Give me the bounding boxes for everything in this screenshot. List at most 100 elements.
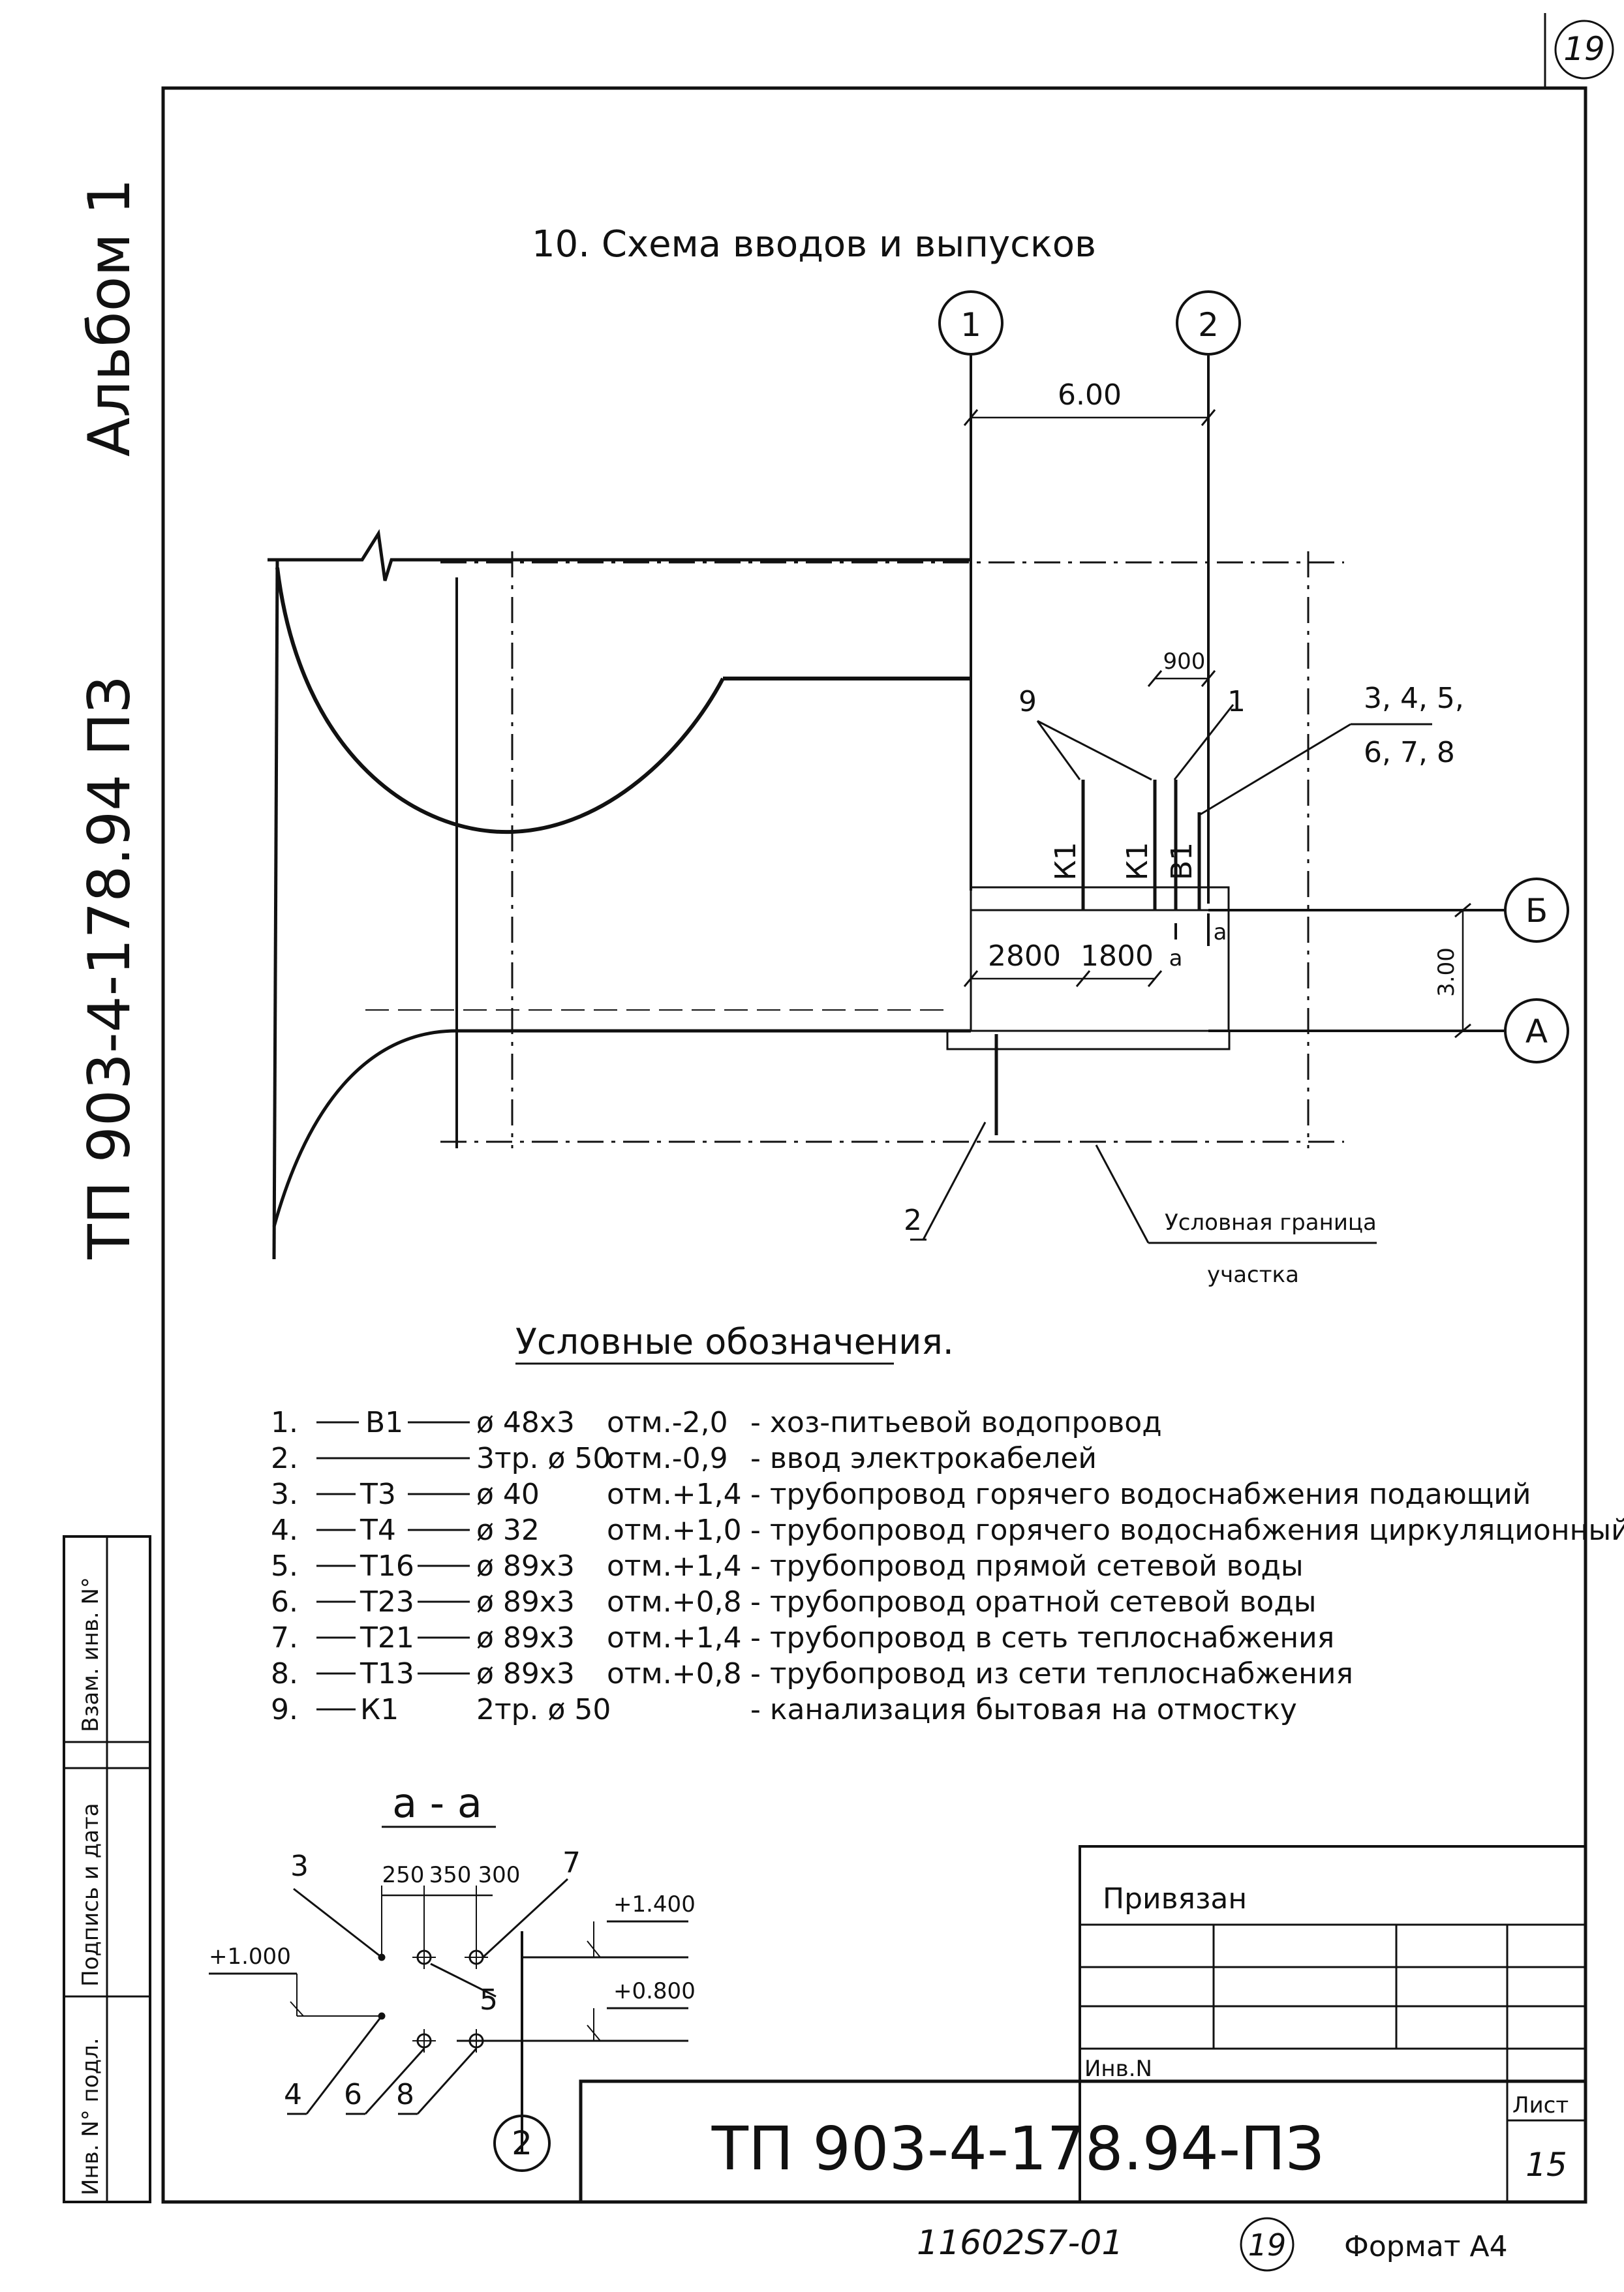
side-stamp-vzam-inv: Взам. инв. N° [78,1577,104,1732]
axis-a-bubble [1504,998,1569,1063]
side-stamp-inv-podl: Инв. N° подл. [78,2038,104,2195]
svg-text:отм.+1,0: отм.+1,0 [607,1514,742,1547]
svg-text:ø 89х3: ø 89х3 [476,1657,575,1690]
stamp-document-code: ТП 903-4-178.94-ПЗ [711,2114,1324,2184]
svg-text:- ввод электрокабелей: - ввод электрокабелей [750,1442,1097,1475]
plan-drawing [268,356,1504,1260]
legend-row: 7. Т21 ø 89х3 отм.+1,4 - трубопровод в с… [271,1621,1334,1655]
svg-text:- трубопровод горячего водосна: - трубопровод горячего водоснабжения цир… [750,1514,1624,1547]
stamp-privyazan: Привязан [1103,1882,1247,1916]
section-dim-300: 300 [478,1862,521,1888]
boundary-label-line1: Условная граница [1165,1210,1377,1236]
svg-text:К1: К1 [360,1693,399,1726]
svg-text:- трубопровод из сети теплосна: - трубопровод из сети теплоснабжения [750,1657,1353,1690]
svg-text:- канализация бытовая на отмос: - канализация бытовая на отмостку [750,1693,1297,1726]
svg-text:3.: 3. [271,1478,298,1511]
svg-text:отм.-2,0: отм.-2,0 [607,1406,728,1439]
svg-text:Т21: Т21 [360,1621,414,1655]
section-mark-a1: а [1169,945,1183,971]
section-number-5: 5 [480,1983,498,2017]
boundary-label-line2: участка [1207,1262,1299,1288]
dimension-600: 6.00 [1058,378,1122,412]
axis-b-bubble [1504,878,1569,943]
svg-text:ø 48х3: ø 48х3 [476,1406,575,1439]
svg-text:отм.+1,4: отм.+1,4 [607,1478,742,1511]
section-number-3: 3 [290,1850,309,1883]
section-number-7: 7 [562,1846,581,1880]
section-number-6: 6 [344,2078,362,2111]
section-axis-bubble [493,2115,551,2172]
callout-678: 6, 7, 8 [1364,736,1455,769]
side-stamp-signature-date: Подпись и дата [78,1803,104,1987]
axis-2-label: 2 [1198,306,1219,344]
svg-text:отм.+1,4: отм.+1,4 [607,1550,742,1583]
svg-text:Т3: Т3 [360,1478,396,1511]
section-number-4: 4 [284,2078,302,2111]
axis-2-bubble [1176,290,1241,356]
callout-2: 2 [904,1204,922,1237]
svg-text:- хоз-питьевой водопровод: - хоз-питьевой водопровод [750,1406,1162,1439]
stamp-inv-n: Инв.N [1084,2056,1152,2082]
svg-text:ø 32: ø 32 [476,1514,540,1547]
section-mark-a2: а [1214,919,1227,945]
section-a-a [209,1826,688,2153]
section-title: а - а [392,1779,482,1827]
svg-text:ø 89х3: ø 89х3 [476,1550,575,1583]
title-block [579,1845,1587,2204]
legend-table: 1. В1 ø 48х3 отм.-2,0 - хоз-питьевой вод… [271,1406,1624,1726]
sheet-frame [161,86,1587,2204]
legend-row: 1. В1 ø 48х3 отм.-2,0 - хоз-питьевой вод… [271,1406,1162,1439]
svg-text:2.: 2. [271,1442,298,1475]
dimension-2800: 2800 [988,940,1061,973]
pipe-label-k1-right: К1 [1121,842,1154,880]
axis-b-label: Б [1525,892,1548,930]
callout-9: 9 [1019,685,1037,718]
sheet-number-circle [1554,20,1614,80]
svg-text:В1: В1 [365,1406,403,1439]
section-number-8: 8 [396,2078,414,2111]
axis-1-label: 1 [960,306,981,344]
svg-text:6.: 6. [271,1585,298,1619]
section-axis-label: 2 [512,2124,532,2162]
svg-text:3тр. ø 50: 3тр. ø 50 [476,1442,611,1475]
side-document-code: ТП 903-4-178.94 ПЗ [76,676,143,1260]
sheet-number: 19 [1563,30,1605,68]
svg-text:ø 40: ø 40 [476,1478,540,1511]
svg-text:отм.+0,8: отм.+0,8 [607,1657,742,1690]
svg-text:Т16: Т16 [360,1550,414,1583]
footer-handwritten-number: 11602S7-01 [917,2223,1123,2263]
section-level-1400: +1.400 [613,1891,696,1918]
svg-text:Т13: Т13 [360,1657,414,1690]
legend-row: 5. Т16 ø 89х3 отм.+1,4 - трубопровод пря… [271,1550,1304,1583]
svg-text:- трубопровод в сеть теплоснаб: - трубопровод в сеть теплоснабжения [750,1621,1334,1655]
svg-text:- трубопровод горячего водосна: - трубопровод горячего водоснабжения под… [750,1478,1531,1511]
svg-text:отм.+1,4: отм.+1,4 [607,1621,742,1655]
callout-345: 3, 4, 5, [1364,682,1464,715]
section-level-1000: +1.000 [209,1944,291,1970]
footer-circled-number: 19 [1248,2227,1287,2263]
legend-row: 6. Т23 ø 89х3 отм.+0,8 - трубопровод ора… [271,1585,1317,1619]
svg-text:ø 89х3: ø 89х3 [476,1585,575,1619]
section-dim-250: 250 [382,1862,425,1888]
legend-row: 2. 3тр. ø 50 отм.-0,9 - ввод электрокабе… [271,1442,1097,1475]
pipe-label-k1-left: К1 [1049,842,1082,880]
stamp-sheet-value: 15 [1525,2146,1567,2184]
legend-row: 9. К1 2тр. ø 50 - канализация бытовая на… [271,1693,1297,1726]
axis-a-label: А [1525,1013,1548,1050]
callout-1: 1 [1227,685,1246,718]
dimension-900: 900 [1163,649,1206,675]
dimension-300: 3.00 [1433,947,1460,997]
pipe-label-b1: В1 [1165,842,1199,880]
svg-text:Т23: Т23 [360,1585,414,1619]
svg-text:- трубопровод оратной сетевой: - трубопровод оратной сетевой воды [750,1585,1317,1619]
svg-text:8.: 8. [271,1657,298,1690]
stamp-sheet-label: Лист [1512,2092,1569,2118]
svg-text:ø 89х3: ø 89х3 [476,1621,575,1655]
section-level-0800: +0.800 [613,1978,696,2004]
svg-text:9.: 9. [271,1693,298,1726]
svg-text:Т4: Т4 [360,1514,396,1547]
section-dim-350: 350 [429,1862,472,1888]
svg-text:2тр. ø 50: 2тр. ø 50 [476,1693,611,1726]
drawing-title: 10. Схема вводов и выпусков [532,223,1096,266]
